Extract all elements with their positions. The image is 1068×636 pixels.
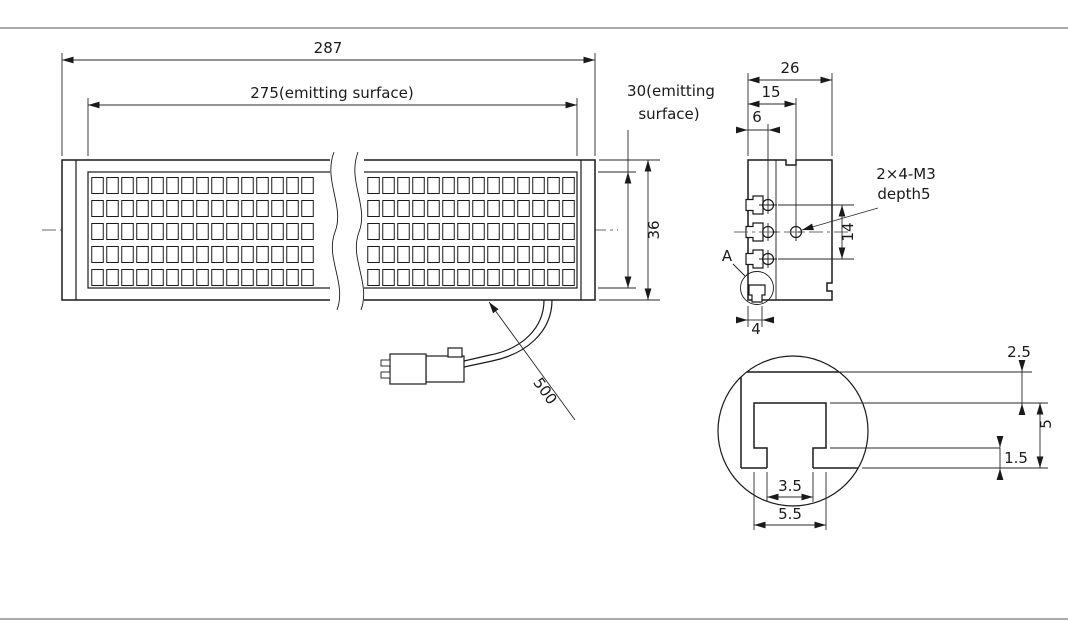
detail-callout-circle xyxy=(740,271,774,305)
dim-detail-slot-width: 5.5 xyxy=(753,472,827,530)
bar-body xyxy=(61,159,596,301)
dim-detail-slot-width-label: 5.5 xyxy=(778,505,802,523)
connector-pin-bottom xyxy=(380,371,391,379)
dim-emitting-height-label-2: surface) xyxy=(638,105,699,123)
dim-emitting-width: 275(emitting surface) xyxy=(87,84,578,156)
detail-callout-a: A xyxy=(722,247,774,305)
break-lines xyxy=(330,151,365,311)
connector-housing-right xyxy=(425,355,465,383)
dim-profile-width: 26 xyxy=(747,59,833,156)
dim-detail-slot-opening: 3.5 xyxy=(766,472,814,502)
dim-emitting-height-label-1: 30(emitting xyxy=(627,82,715,100)
led-grid-right xyxy=(366,174,576,286)
connector-pin-top xyxy=(380,359,391,367)
dim-overall-height-label: 36 xyxy=(645,220,663,239)
led-grid-left xyxy=(90,174,315,286)
dim-hole-spacing: 14 xyxy=(778,204,857,260)
dim-cable-length: 500 xyxy=(488,301,576,421)
detail-view-circle xyxy=(717,355,869,507)
hole-note: 2×4-M3 depth5 xyxy=(801,165,936,231)
dim-hole-col1: 6 xyxy=(736,108,780,198)
detail-callout-label: A xyxy=(722,247,733,265)
dim-emitting-width-label: 275(emitting surface) xyxy=(250,84,414,102)
t-slot-bottom xyxy=(748,284,766,303)
connector-housing-left xyxy=(389,353,427,385)
front-view: 287 275(emitting surface) 30(emitting su… xyxy=(42,39,715,421)
connector-latch xyxy=(447,347,463,358)
dim-slot-position: 4 xyxy=(736,306,774,338)
dim-overall-width-label: 287 xyxy=(314,39,343,57)
dim-hole-col2-label: 15 xyxy=(761,83,780,101)
dim-profile-width-label: 26 xyxy=(780,59,799,77)
dim-hole-spacing-label: 14 xyxy=(839,222,857,241)
tapped-hole-1 xyxy=(759,196,777,214)
side-view: 26 15 6 2×4-M3 depth5 14 xyxy=(722,59,936,338)
dim-detail-top-wall-label: 2.5 xyxy=(1007,343,1031,361)
dim-overall-height: 36 xyxy=(599,159,663,301)
dim-cable-length-label: 500 xyxy=(529,374,560,408)
hole-note-label-2: depth5 xyxy=(877,185,930,203)
dim-detail-top-wall: 2.5 xyxy=(830,343,1048,415)
hole-note-label-1: 2×4-M3 xyxy=(876,165,936,183)
dim-detail-slot-depth-label: 5 xyxy=(1037,419,1055,429)
dim-detail-lip-label: 1.5 xyxy=(1004,449,1028,467)
dim-detail-lip: 1.5 xyxy=(830,436,1028,480)
dim-hole-col1-label: 6 xyxy=(752,108,762,126)
cable-and-connector xyxy=(380,299,553,385)
tapped-hole-3 xyxy=(759,250,777,268)
dim-slot-position-label: 4 xyxy=(751,320,761,338)
detail-slot-profile xyxy=(740,371,868,469)
dim-overall-width: 287 xyxy=(61,39,596,156)
dim-detail-slot-depth: 5 xyxy=(862,403,1055,469)
dim-emitting-height: 30(emitting surface) xyxy=(598,82,715,289)
dim-detail-slot-opening-label: 3.5 xyxy=(778,477,802,495)
detail-view-a: 2.5 5 1.5 3.5 5.5 xyxy=(717,343,1055,530)
